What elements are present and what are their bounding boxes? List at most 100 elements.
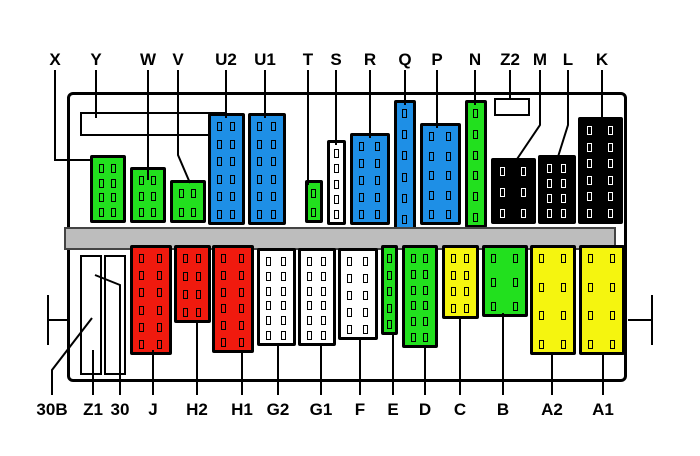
pin-terminal [561, 282, 566, 292]
pin-terminal [271, 192, 276, 202]
pin-terminal [588, 311, 593, 321]
connector-t [305, 180, 323, 223]
pin-terminal [217, 174, 222, 184]
pin-terminal [257, 192, 262, 202]
pin-terminal [139, 271, 144, 281]
pin-terminal [99, 208, 104, 217]
pin-terminal [266, 271, 271, 281]
label-q: Q [398, 50, 412, 69]
pin-terminal [513, 254, 518, 263]
label-d: D [418, 400, 432, 419]
pin-terminal [473, 213, 478, 222]
pin-terminal [359, 193, 364, 202]
pin-terminal [230, 174, 235, 184]
pin-terminal [386, 320, 392, 329]
connector-a2 [530, 245, 576, 355]
pin-terminal [151, 208, 156, 217]
pin-terminal [473, 171, 478, 181]
pin-terminal [157, 288, 162, 298]
pin-terminal [281, 301, 286, 311]
pin-terminal [375, 159, 380, 168]
pin-terminal [257, 210, 262, 219]
pin-terminal [217, 157, 222, 167]
pin-terminal [423, 269, 428, 279]
pin-terminal [491, 302, 496, 311]
pin-terminal [179, 189, 184, 198]
pin-terminal [139, 192, 144, 201]
pin-terminal [139, 340, 144, 349]
pin-terminal [271, 210, 276, 219]
connector-h1 [212, 245, 254, 353]
connector-q [394, 100, 416, 230]
connector-p [420, 123, 461, 225]
pin-terminal [375, 142, 380, 151]
pin-terminal [411, 301, 416, 311]
connector-y-slot [80, 112, 225, 136]
pin-terminal [402, 151, 407, 161]
pin-terminal [307, 286, 312, 296]
pin-terminal [321, 271, 326, 281]
pin-terminal [347, 274, 352, 283]
label-z1: Z1 [83, 400, 103, 419]
pin-terminal [429, 132, 434, 141]
pin-terminal [363, 308, 368, 317]
pin-terminal [473, 150, 478, 160]
pin-terminal [191, 189, 196, 198]
pin-terminal [411, 254, 416, 263]
pin-terminal [139, 254, 144, 263]
pin-terminal [587, 175, 592, 185]
pin-terminal [521, 167, 526, 176]
pin-terminal [266, 316, 271, 326]
pin-terminal [386, 254, 392, 263]
pin-terminal [588, 340, 593, 349]
connector-w [130, 167, 166, 223]
pin-terminal [547, 179, 552, 188]
pin-terminal [111, 178, 116, 188]
pin-terminal [375, 193, 380, 202]
pin-terminal [321, 316, 326, 326]
pin-terminal [473, 109, 478, 118]
pin-terminal [281, 316, 286, 326]
pin-terminal [473, 192, 478, 202]
label-s: S [330, 50, 342, 69]
pin-terminal [239, 321, 244, 331]
pin-terminal [500, 209, 505, 218]
pin-terminal [386, 270, 392, 280]
pin-terminal [221, 270, 226, 280]
connector-b [482, 245, 528, 317]
pin-terminal [587, 159, 592, 169]
pin-terminal [375, 176, 380, 185]
pin-terminal [587, 192, 592, 202]
label-c: C [453, 400, 467, 419]
pin-terminal [266, 286, 271, 296]
pin-terminal [446, 151, 451, 161]
pin-terminal [333, 164, 339, 174]
pin-terminal [610, 340, 615, 349]
pin-terminal [347, 308, 352, 317]
pin-terminal [271, 174, 276, 184]
label-a1: A1 [592, 400, 614, 419]
pin-terminal [423, 285, 428, 295]
pin-terminal [521, 209, 526, 218]
pin-terminal [221, 304, 226, 314]
pin-terminal [402, 215, 407, 224]
label-k: K [595, 50, 609, 69]
connector-h2 [174, 245, 211, 323]
pin-terminal [196, 308, 201, 317]
pin-terminal [539, 282, 544, 292]
connector-u2 [208, 113, 245, 225]
pin-terminal [423, 254, 428, 263]
connector-g1 [298, 248, 336, 346]
pin-terminal [230, 122, 235, 131]
pin-terminal [151, 176, 156, 185]
pin-terminal [429, 171, 434, 180]
pin-terminal [359, 142, 364, 151]
pin-terminal [257, 122, 262, 131]
pin-terminal [139, 322, 144, 332]
pin-terminal [230, 192, 235, 202]
pin-terminal [196, 290, 201, 299]
pin-terminal [230, 210, 235, 219]
pin-terminal [491, 254, 496, 263]
pin-terminal [464, 254, 469, 263]
